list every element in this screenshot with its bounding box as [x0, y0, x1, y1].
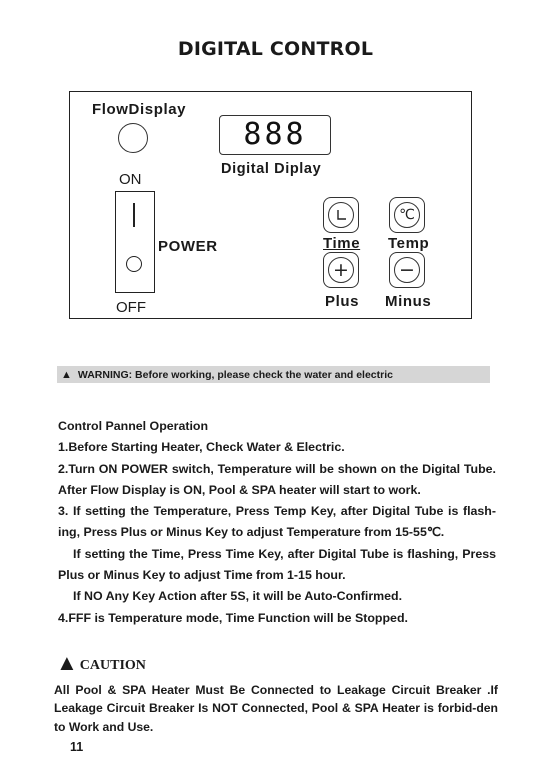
operation-step-3-time: If setting the Time, Press Time Key, aft… — [58, 546, 496, 583]
temp-label: Temp — [388, 235, 430, 252]
operation-step-3: 3. If setting the Temperature, Press Tem… — [58, 504, 496, 540]
operation-step-1: 1.Before Starting Heater, Check Water & … — [58, 440, 345, 455]
warning-text: WARNING: Before working, please check th… — [77, 368, 393, 381]
warning-bar: ▲ WARNING: Before working, please check … — [57, 366, 490, 383]
caution-triangle-icon: ▲ — [56, 650, 78, 675]
minus-key: − — [389, 252, 425, 288]
page-title: DIGITAL CONTROL — [177, 38, 374, 60]
caution-text: All Pool & SPA Heater Must Be Connected … — [54, 683, 498, 734]
flow-display-indicator — [118, 123, 148, 153]
plus-icon: + — [328, 257, 354, 283]
operation-heading: Control Pannel Operation — [58, 419, 209, 433]
power-label: POWER — [158, 238, 218, 255]
power-switch — [115, 191, 155, 293]
switch-on-mark — [133, 203, 135, 227]
time-key — [323, 197, 359, 233]
plus-key: + — [323, 252, 359, 288]
switch-off-mark — [126, 256, 142, 272]
minus-label: Minus — [385, 293, 432, 310]
warning-triangle-icon: ▲ — [61, 368, 72, 381]
flow-display-label: FlowDisplay — [92, 101, 187, 118]
clock-icon — [328, 202, 354, 228]
operation-instructions: Control Pannel Operation 1.Before Starti… — [58, 416, 496, 629]
time-label: Time — [323, 235, 361, 252]
on-label: ON — [119, 171, 142, 188]
minus-icon: − — [394, 257, 420, 283]
celsius-icon: ℃ — [394, 202, 420, 228]
digital-display: 888 — [219, 115, 331, 155]
digital-display-label: Digital Diplay — [221, 161, 322, 177]
plus-label: Plus — [325, 293, 360, 310]
operation-step-3-confirm: If NO Any Key Action after 5S, it will b… — [73, 589, 403, 604]
temp-key: ℃ — [389, 197, 425, 233]
page-number: 11 — [70, 740, 84, 754]
operation-step-2: 2.Turn ON POWER switch, Temperature will… — [58, 461, 496, 497]
control-panel-diagram: FlowDisplay 888 Digital Diplay ON OFF PO… — [69, 91, 472, 319]
caution-label: CAUTION — [79, 658, 146, 673]
caution-header: ▲ CAUTION — [56, 652, 146, 674]
operation-step-4: 4.FFF is Temperature mode, Time Function… — [58, 610, 408, 625]
off-label: OFF — [116, 299, 146, 316]
